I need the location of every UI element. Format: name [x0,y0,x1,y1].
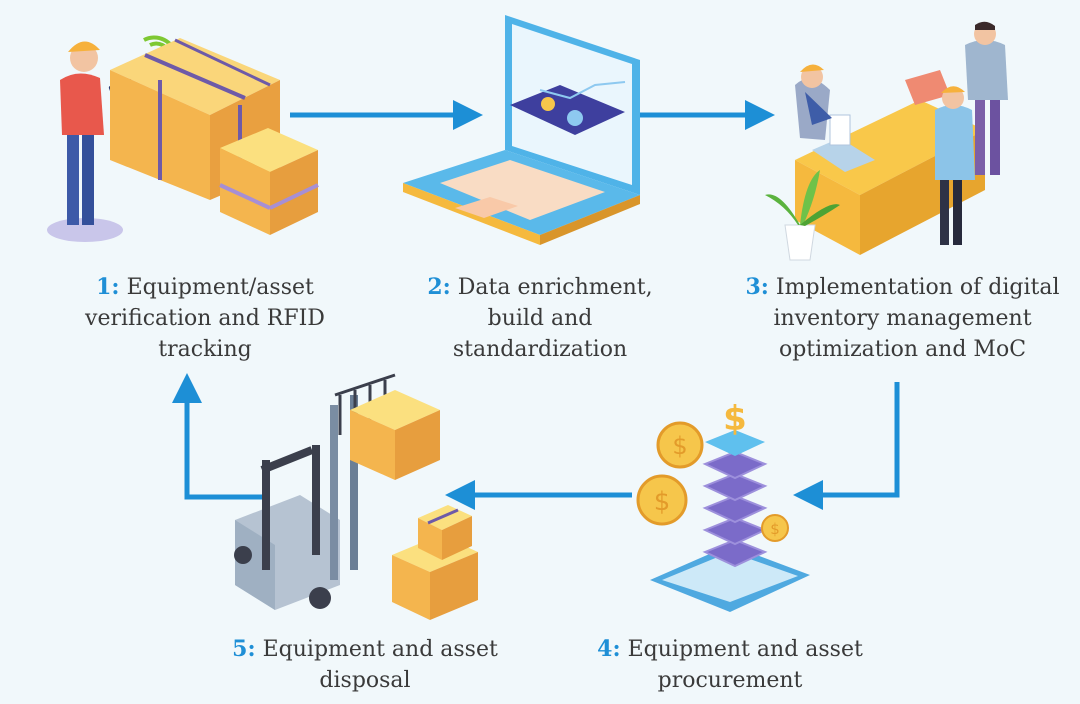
step-1-line-3: tracking [158,337,252,362]
flow-arrows [172,100,900,510]
svg-text:$: $ [672,432,687,460]
step-1-line-2: verification and RFID [85,306,325,331]
step-3-number: 3: [745,274,769,300]
arrow-3-to-4 [793,382,900,510]
rfid-worker-boxes-icon [47,35,319,242]
step-1-number: 1: [96,274,120,300]
arrow-5-to-1 [172,373,265,500]
forklift-icon [234,373,478,620]
step-1-label: 1: Equipment/asset verification and RFID… [60,272,350,365]
step-4-line-2: procurement [657,668,803,693]
step-3-label: 3: Implementation of digital inventory m… [735,272,1070,365]
step-4-line-1: Equipment and asset [627,637,863,662]
svg-text:$: $ [654,487,671,517]
svg-text:$: $ [770,520,780,538]
step-5-number: 5: [232,636,256,662]
svg-text:$: $ [723,399,747,439]
step-2-line-1: Data enrichment, [457,275,653,300]
laptop-data-icon [403,15,640,245]
step-2-line-3: standardization [452,337,628,362]
step-4-number: 4: [597,636,621,662]
step-3-line-3: optimization and MoC [778,337,1027,362]
step-3-line-2: inventory management [773,306,1032,331]
step-2-number: 2: [427,274,451,300]
step-2-line-2: build and [487,306,593,331]
step-5-line-2: disposal [319,668,411,693]
step-4-label: 4: Equipment and asset procurement [580,634,880,696]
step-5-label: 5: Equipment and asset disposal [215,634,515,696]
coins-stack-icon: $ $ $ $ [636,399,810,612]
step-2-label: 2: Data enrichment, build and standardiz… [390,272,690,365]
step-5-line-1: Equipment and asset [262,637,498,662]
step-3-line-1: Implementation of digital [775,275,1060,300]
step-1-line-1: Equipment/asset [126,275,314,300]
office-team-icon [765,21,1008,261]
